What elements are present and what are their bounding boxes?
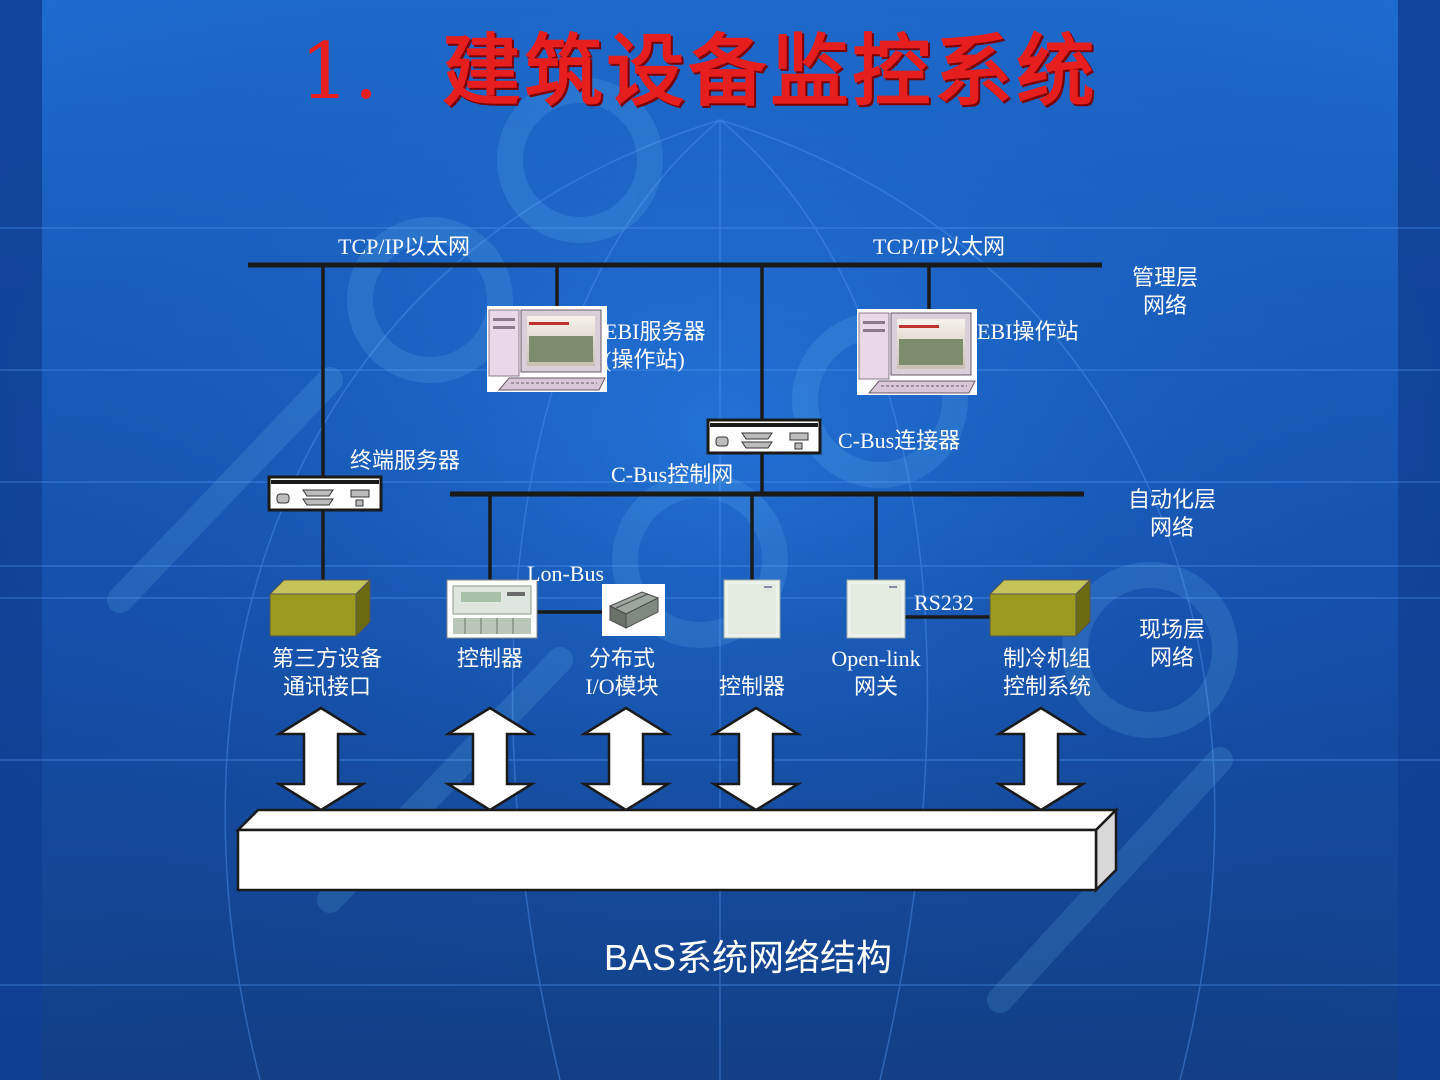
title-number: 1. (300, 27, 383, 117)
cbus-connector-label: C-Bus连接器 (838, 428, 961, 453)
title-text: 建筑设备监控系统 (442, 26, 1099, 117)
watermark (107, 77, 1238, 1013)
io-module-device (602, 584, 665, 636)
field-arrows (274, 706, 1088, 812)
ebi-server-computer (487, 306, 607, 392)
tcpip-left-label: TCP/IP以太网 (338, 234, 471, 259)
cbus-label: C-Bus控制网 (611, 462, 734, 487)
chiller-label: 制冷机组 控制系统 (1002, 646, 1092, 699)
field-layer-label: 现场层 网络 (1138, 617, 1206, 670)
ebi-station-computer (857, 309, 977, 395)
io-module-label: 分布式 I/O模块 (585, 646, 659, 699)
cbus-connector-device (706, 418, 822, 455)
ebi-server-label: EBI服务器 (操作站) (604, 319, 706, 372)
controller1-device (446, 579, 538, 639)
globe-grid (0, 119, 1440, 1080)
third-party-label: 第三方设备 通讯接口 (271, 646, 383, 699)
ebi-station-label: EBI操作站 (977, 319, 1079, 344)
chiller-box (988, 578, 1092, 638)
controller1-label: 控制器 (456, 646, 524, 671)
automation-layer-label: 自动化层 网络 (1127, 487, 1217, 540)
openlink-label: Open-link 网关 (831, 646, 921, 699)
terminal-server-label: 终端服务器 (350, 448, 461, 473)
lonbus-label: Lon-Bus (527, 561, 604, 586)
third-party-box (268, 578, 372, 638)
tcpip-right-label: TCP/IP以太网 (873, 234, 1006, 259)
connector-lines (321, 265, 992, 619)
terminal-server-device (267, 475, 383, 512)
controller2-label: 控制器 (718, 674, 786, 699)
rs232-label: RS232 (914, 590, 974, 615)
management-layer-label: 管理层 网络 (1131, 265, 1199, 318)
diagram-caption: BAS系统网络结构 (604, 937, 893, 978)
openlink-device (846, 579, 906, 639)
controller2-device (723, 579, 781, 639)
field-equipment-bar (234, 806, 1120, 894)
page-title: 1. 建筑设备监控系统 (300, 22, 1098, 122)
